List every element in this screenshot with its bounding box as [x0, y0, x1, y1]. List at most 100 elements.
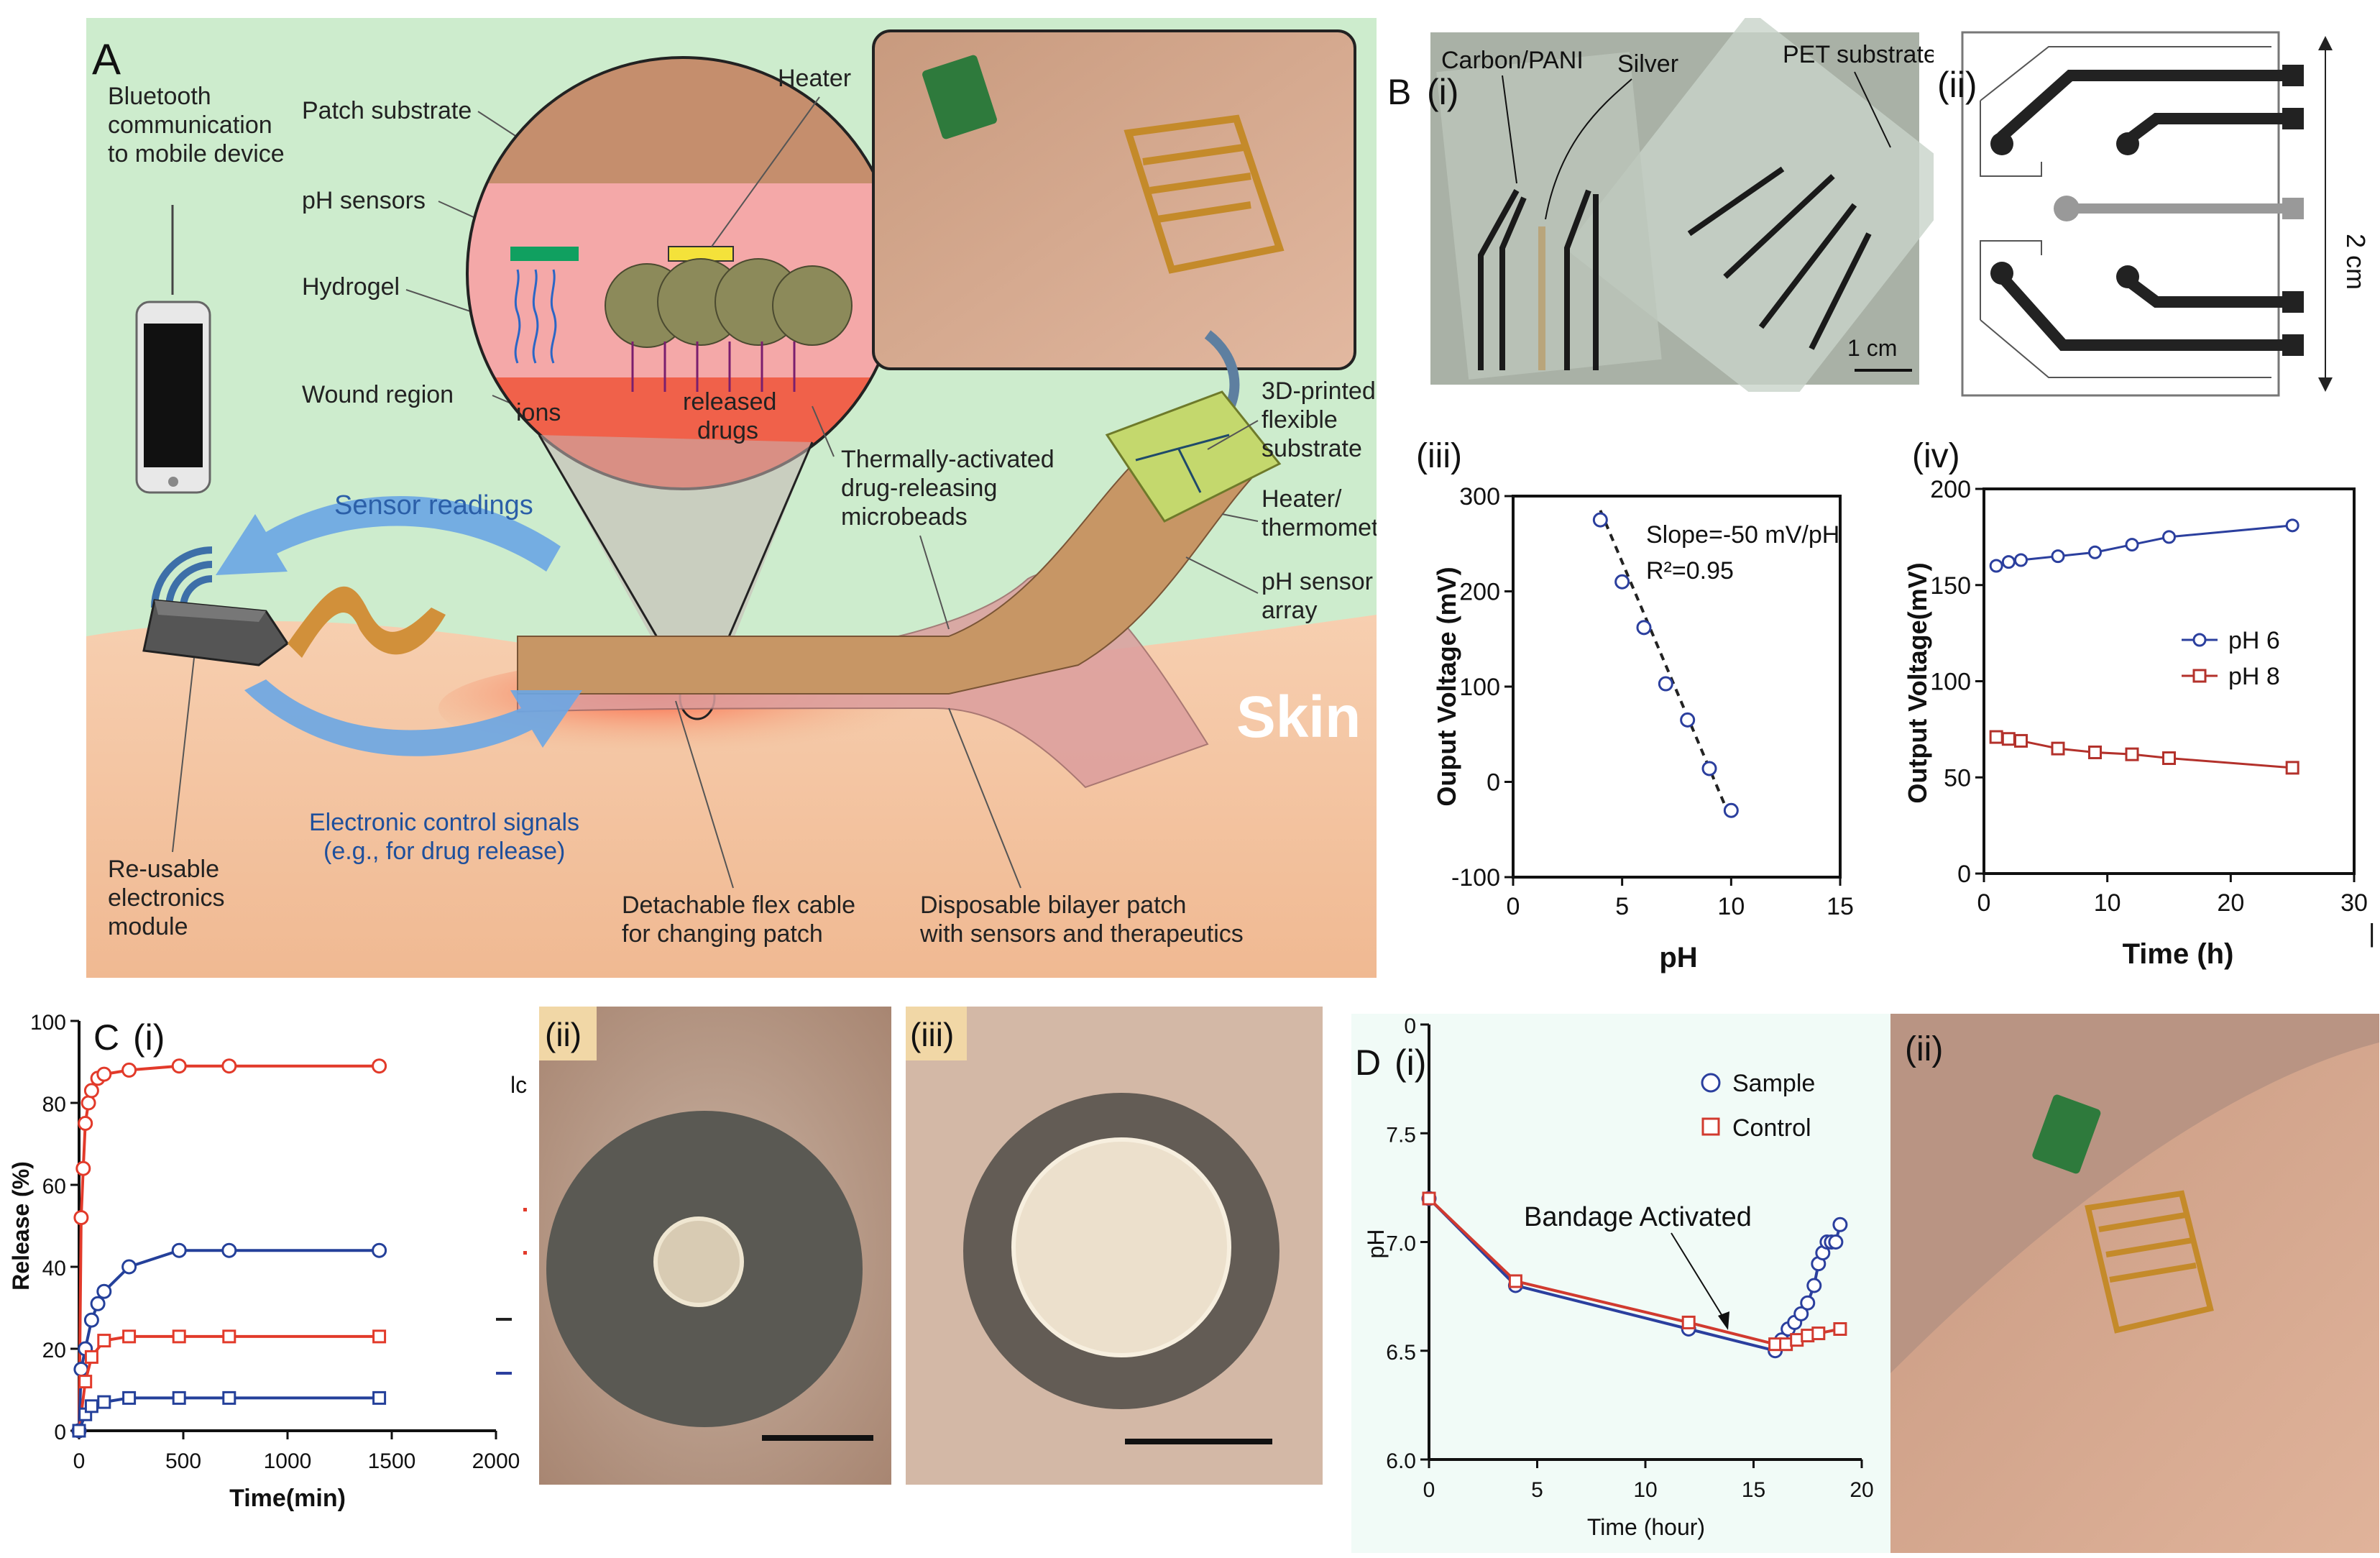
heater-label: Heater	[778, 65, 851, 92]
b-ii-label: (ii)	[1937, 65, 1977, 105]
bilayer-label-1: Disposable bilayer patch	[920, 892, 1186, 919]
data-point	[1832, 1216, 1848, 1232]
r2-annotation: R²=0.95	[1646, 557, 1734, 585]
scale-bar-label: 1 cm	[1847, 335, 1897, 361]
x-tick-label: 0	[1977, 889, 1991, 917]
panel-a: Skin A Bluetooth communication to mobile…	[86, 18, 1377, 978]
data-point	[96, 1066, 112, 1082]
drug-disc	[653, 1216, 744, 1307]
x-tick-label: 0	[1423, 1478, 1435, 1502]
b-iii-label: (iii)	[1416, 437, 1462, 475]
module-label-1: Re-usable	[108, 856, 219, 883]
panel-b-i: B (i) Carbon/PANI Silver PET substrate 1…	[1387, 18, 1934, 392]
y-tick-label: 200	[1930, 476, 1971, 503]
magnified-cross-section: ions released drugs	[466, 56, 900, 720]
x-tick-label: 1000	[264, 1449, 312, 1473]
b-iii-ylabel: Ouput Voltage (mV)	[1432, 567, 1461, 806]
data-point	[2125, 747, 2139, 761]
bottom-leaders	[172, 657, 1021, 889]
data-point	[1989, 730, 2003, 744]
sensor-readings-label: Sensor readings	[334, 490, 533, 521]
x-tick-label: 15	[1742, 1478, 1765, 1502]
released-label-1: released	[683, 388, 776, 416]
bluetooth-label-1: Bluetooth	[108, 83, 211, 110]
heater-thermometer-label-1: Heater/	[1262, 485, 1342, 513]
data-point	[1680, 712, 1696, 728]
data-point	[1592, 512, 1608, 528]
data-point	[372, 1329, 387, 1344]
data-point	[372, 1390, 387, 1405]
drug-disc-large	[1011, 1137, 1231, 1357]
data-point	[1989, 559, 2003, 573]
legend-sample: Sample	[1732, 1070, 1815, 1097]
data-point	[2125, 538, 2139, 552]
data-point	[122, 1329, 137, 1344]
data-point	[72, 1424, 86, 1438]
d-i-ylabel: pH	[1363, 1229, 1389, 1259]
data-point	[172, 1329, 186, 1344]
data-point	[1681, 1315, 1696, 1329]
sensor-readings-arrow	[216, 495, 561, 575]
data-point	[1800, 1295, 1816, 1311]
pet-substrate-label: PET substrate	[1783, 41, 1934, 68]
data-point	[2285, 518, 2299, 533]
b-iv-ylabel: Output Voltage(mV)	[1903, 562, 1932, 803]
microbeads-label-1: Thermally-activated	[841, 446, 1055, 473]
c-ii-label: (ii)	[545, 1016, 582, 1053]
data-point	[1793, 1306, 1809, 1321]
data-point	[1636, 620, 1652, 636]
data-point	[96, 1283, 112, 1299]
x-tick-label: 10	[2094, 889, 2121, 917]
microbeads	[605, 258, 853, 348]
x-tick-label: 0	[1507, 893, 1520, 920]
y-tick-label: 60	[42, 1175, 66, 1199]
data-point	[1508, 1274, 1522, 1288]
data-point	[1723, 802, 1739, 818]
flex-cable-label-2: for changing patch	[622, 920, 823, 948]
data-point	[83, 1312, 99, 1328]
electronics-module	[142, 586, 446, 666]
series-line-2	[78, 1334, 380, 1431]
b-i-label: (i)	[1427, 72, 1458, 112]
data-point	[221, 1058, 237, 1074]
y-tick-label: 150	[1930, 572, 1971, 600]
x-tick-label: 20	[1850, 1478, 1873, 1502]
data-point	[2162, 530, 2176, 544]
panel-c-letter: C	[93, 1017, 119, 1058]
heater-leader	[711, 96, 820, 247]
data-point	[372, 1242, 387, 1258]
series-line-1	[1995, 736, 2293, 769]
panel-d-letter: D	[1355, 1043, 1381, 1083]
data-point	[1614, 574, 1630, 590]
annotation-leader	[1671, 1232, 1727, 1324]
y-tick-label: 100	[1930, 669, 1971, 696]
data-point	[1811, 1326, 1826, 1341]
bandage-traces	[2085, 1190, 2214, 1334]
phone-icon	[135, 301, 211, 494]
microbeads-label-2: drug-releasing	[841, 475, 997, 502]
data-point	[81, 1095, 96, 1111]
data-point	[2001, 732, 2016, 746]
skin-label: Skin	[1236, 684, 1361, 750]
data-point	[171, 1058, 187, 1074]
x-tick-label: 10	[1717, 893, 1745, 920]
data-point	[2051, 741, 2065, 756]
bluetooth-label-3: to mobile device	[108, 140, 285, 168]
c-i-ylabel: Release (%)	[8, 1161, 34, 1291]
control-signals-label-1: Electronic control signals	[309, 809, 579, 836]
bluetooth-label-2: communication	[108, 111, 272, 139]
x-tick-label: 5	[1531, 1478, 1543, 1502]
c-iii-label: (iii)	[910, 1016, 954, 1053]
drug-arrows	[631, 342, 796, 392]
legend-ph6: pH 6	[2228, 627, 2280, 654]
data-point	[73, 1362, 89, 1377]
data-point	[2051, 549, 2065, 564]
heater-thermometer-label-2: thermometer	[1262, 514, 1377, 541]
tail-mark: |	[2368, 918, 2375, 948]
y-tick-label: 7.0	[1386, 1232, 1416, 1256]
x-tick-label: 15	[1827, 893, 1854, 920]
data-point	[2285, 761, 2299, 775]
y-tick-label: 100	[1459, 674, 1500, 701]
y-tick-label: -100	[1451, 864, 1500, 892]
data-point	[122, 1390, 137, 1405]
